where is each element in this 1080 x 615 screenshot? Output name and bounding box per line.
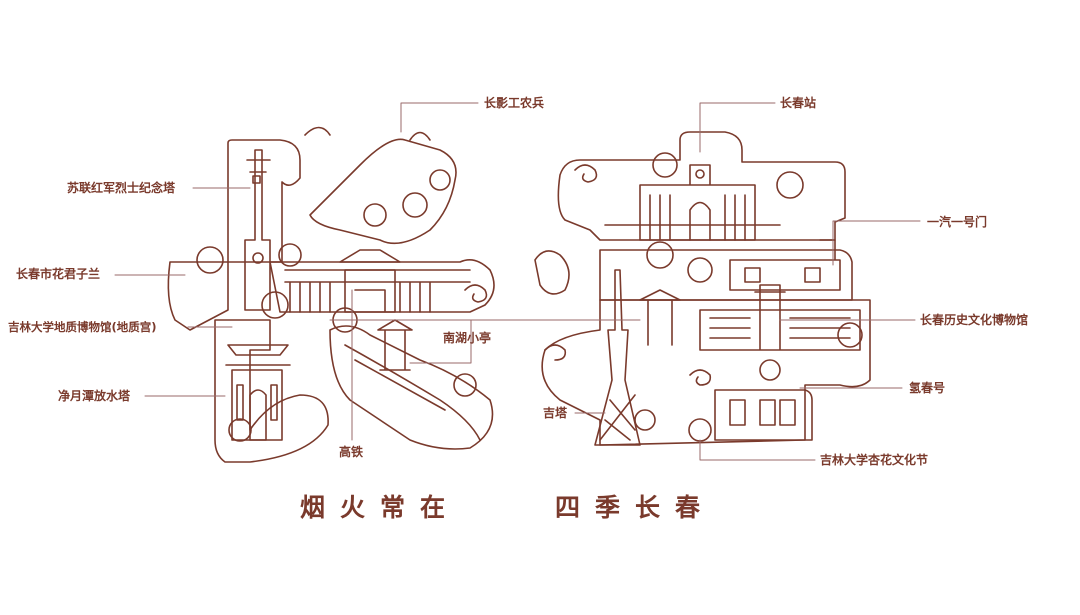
label-faw-gate: 一汽一号门	[927, 215, 988, 229]
chang-character-art	[167, 126, 495, 463]
label-hydrogen-tram: 氢春号	[909, 381, 946, 395]
flower-decorations-right	[634, 152, 863, 442]
label-high-speed-rail: 高铁	[339, 445, 364, 459]
label-geology-museum: 吉林大学地质博物馆(地质宫)	[8, 320, 157, 334]
slogan-left: 烟火常在	[300, 493, 461, 522]
label-changchun-station: 长春站	[780, 96, 817, 110]
leader-lines	[114, 102, 921, 461]
label-water-tower: 净月潭放水塔	[58, 389, 131, 403]
label-nanhu-pavilion: 南湖小亭	[443, 331, 492, 345]
label-ji-tower: 吉塔	[543, 406, 568, 420]
label-soviet-tower: 苏联红军烈士纪念塔	[67, 181, 176, 195]
slogan-right: 四季长春	[555, 493, 716, 522]
flower-decorations	[196, 126, 477, 442]
label-city-flower: 长春市花君子兰	[16, 267, 101, 281]
chun-character-art	[534, 131, 871, 446]
label-history-museum: 长春历史文化博物馆	[920, 313, 1029, 327]
label-changying: 长影工农兵	[484, 96, 545, 110]
label-apricot-festival: 吉林大学杏花文化节	[820, 453, 929, 467]
